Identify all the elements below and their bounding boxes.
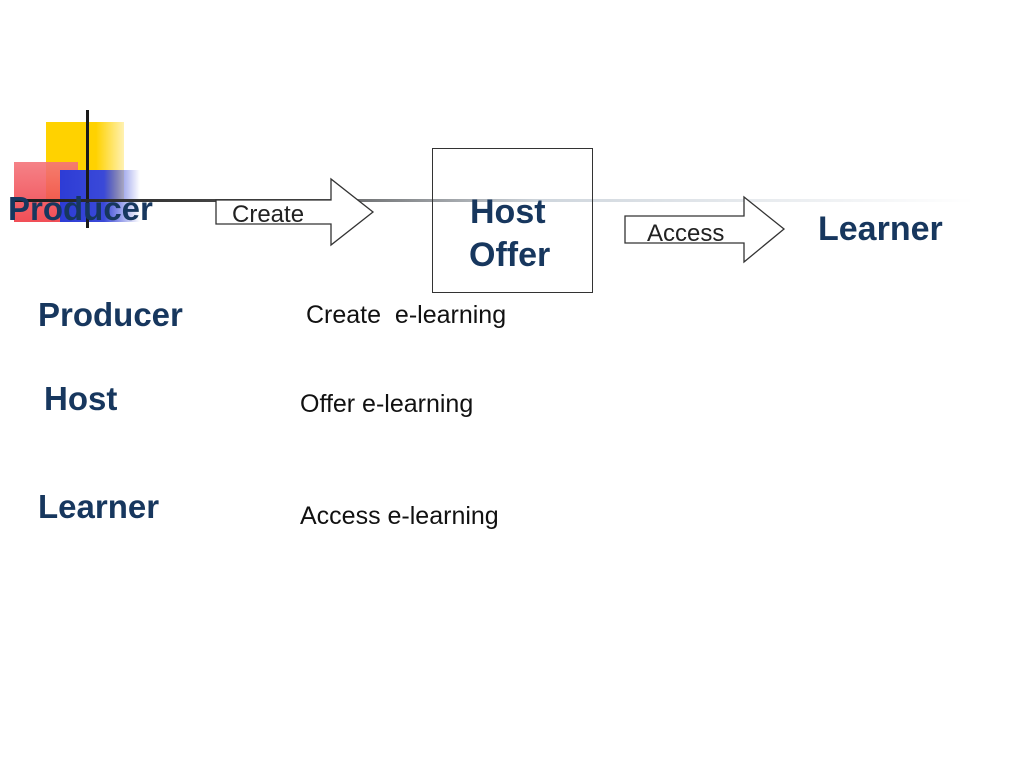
learner-node: Learner <box>818 210 943 248</box>
create-arrow-label: Create <box>232 201 305 228</box>
title-rule <box>14 199 974 202</box>
role-action-host: Offer e-learning <box>300 390 474 418</box>
host-box-subtitle: Offer <box>469 236 551 274</box>
logo-blue-square <box>60 170 140 222</box>
role-action-learner: Access e-learning <box>300 502 499 530</box>
role-label-learner: Learner <box>38 488 160 525</box>
producer-node: Producer <box>8 190 153 227</box>
host-box <box>432 148 593 293</box>
access-arrow-label: Access <box>647 220 725 247</box>
create-arrow <box>215 177 375 247</box>
role-label-host: Host <box>44 380 118 417</box>
host-box-title: Host <box>470 193 546 231</box>
role-label-producer: Producer <box>38 296 183 333</box>
logo-vertical-line <box>86 110 89 228</box>
access-arrow <box>624 195 786 264</box>
role-action-producer: Create e-learning <box>306 301 507 329</box>
